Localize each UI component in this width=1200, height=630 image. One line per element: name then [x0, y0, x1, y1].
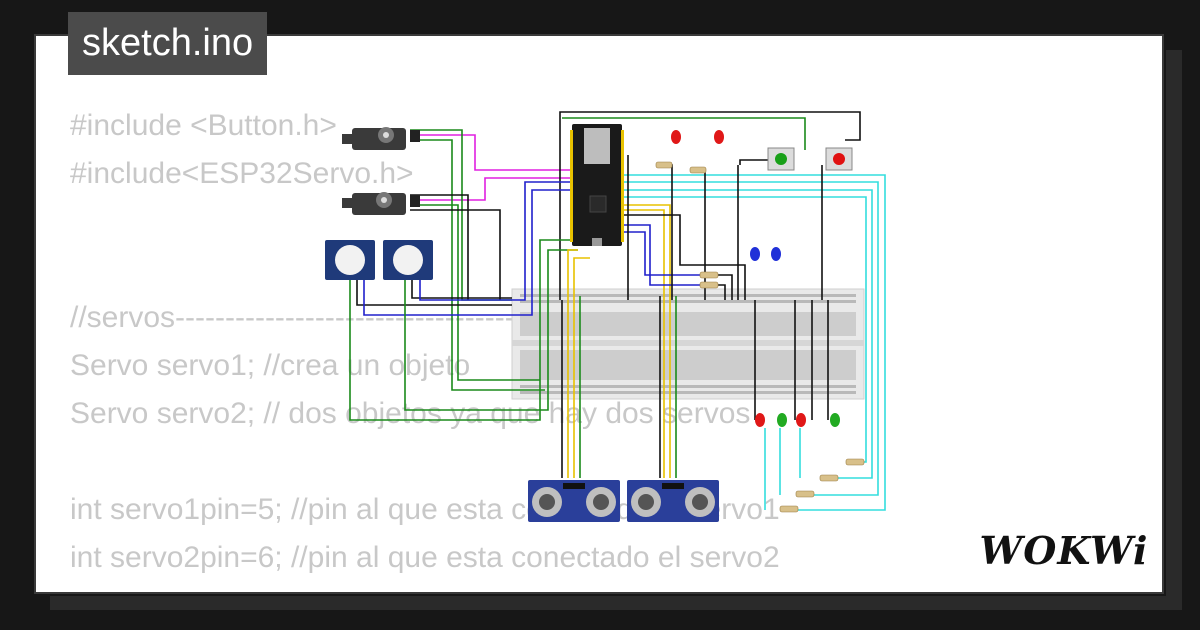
sketch-title: sketch.ino: [68, 12, 268, 75]
pir-sensor-2: [383, 240, 433, 280]
wokwi-logo: WOKWi: [980, 528, 1149, 573]
green-pushbutton: [767, 147, 795, 171]
card-shadow-bottom: [50, 596, 1182, 610]
code-line: int posicion1Servo1=0; //variable de una…: [70, 582, 890, 592]
ultrasonic-sensor-1: [528, 480, 620, 522]
code-line: //servos--------------------------------…: [70, 301, 525, 334]
leds: [671, 130, 840, 427]
resistors: [655, 161, 865, 513]
wokwi-logo-text: WOKWi: [980, 528, 1149, 573]
code-background: #include <Button.h> #include<ESP32Servo.h…: [70, 102, 890, 592]
breadboard: [511, 288, 865, 400]
servo-2: [342, 192, 420, 215]
code-line: int servo2pin=6; //pin al que esta conec…: [70, 541, 780, 574]
red-pushbutton: [825, 147, 853, 171]
wires: [349, 111, 886, 511]
code-line: #include <Button.h>: [70, 109, 337, 142]
servo-1: [342, 127, 420, 150]
pir-sensor-1: [325, 240, 375, 280]
code-line: Servo servo1; //crea un objeto: [70, 349, 471, 382]
card-shadow-right: [1166, 50, 1182, 610]
code-line: #include<ESP32Servo.h>: [70, 157, 414, 190]
esp32-board: [570, 124, 624, 246]
ultrasonic-sensor-2: [627, 480, 719, 522]
